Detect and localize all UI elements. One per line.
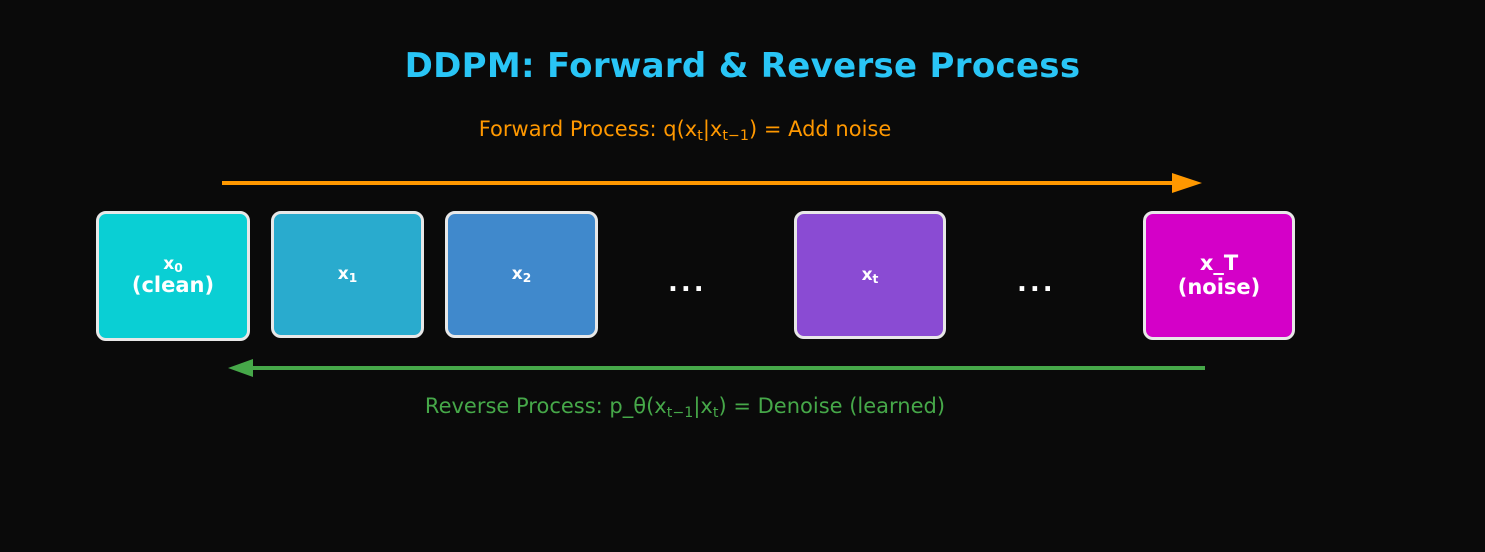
- ellipsis-right: ...: [1017, 268, 1056, 298]
- step-box-x1-symbol: x1: [337, 264, 358, 286]
- step-box-xT-symbol: x_T: [1199, 251, 1239, 276]
- reverse-caption-suffix: ) = Denoise (learned): [718, 394, 946, 418]
- forward-caption-sub2: t−1: [722, 127, 749, 144]
- reverse-caption-prefix: Reverse Process: p_θ(x: [424, 394, 667, 418]
- forward-process-caption: Forward Process: q(xt|xt−1) = Add noise: [0, 117, 1370, 144]
- step-box-x1[interactable]: x1: [271, 211, 424, 338]
- step-box-xT-label: (noise): [1177, 275, 1261, 299]
- forward-process-arrow: [222, 173, 1202, 193]
- step-box-x0-label: (clean): [131, 273, 215, 298]
- step-box-x2-symbol: x2: [511, 264, 532, 286]
- step-box-xt[interactable]: xt: [794, 211, 946, 339]
- forward-caption-sub1: t: [697, 127, 703, 144]
- reverse-process-arrow: [228, 359, 1205, 377]
- step-box-xt-symbol: xt: [861, 264, 879, 286]
- forward-caption-prefix: Forward Process: q(x: [478, 117, 698, 141]
- step-box-xT[interactable]: x_T (noise): [1143, 211, 1295, 340]
- reverse-caption-mid: |x: [693, 394, 713, 418]
- ellipsis-left: ...: [668, 268, 707, 298]
- reverse-caption-sub2: t: [712, 404, 719, 421]
- reverse-process-caption: Reverse Process: p_θ(xt−1|xt) = Denoise …: [0, 394, 1370, 421]
- step-box-x0[interactable]: x0 (clean): [96, 211, 250, 341]
- page-title: DDPM: Forward & Reverse Process: [404, 46, 1081, 86]
- step-box-x2[interactable]: x2: [445, 211, 598, 338]
- reverse-caption-sub1: t−1: [666, 404, 694, 421]
- forward-caption-mid: |x: [702, 117, 723, 141]
- forward-caption-suffix: ) = Add noise: [748, 117, 892, 141]
- step-box-x0-symbol: x0: [163, 253, 183, 276]
